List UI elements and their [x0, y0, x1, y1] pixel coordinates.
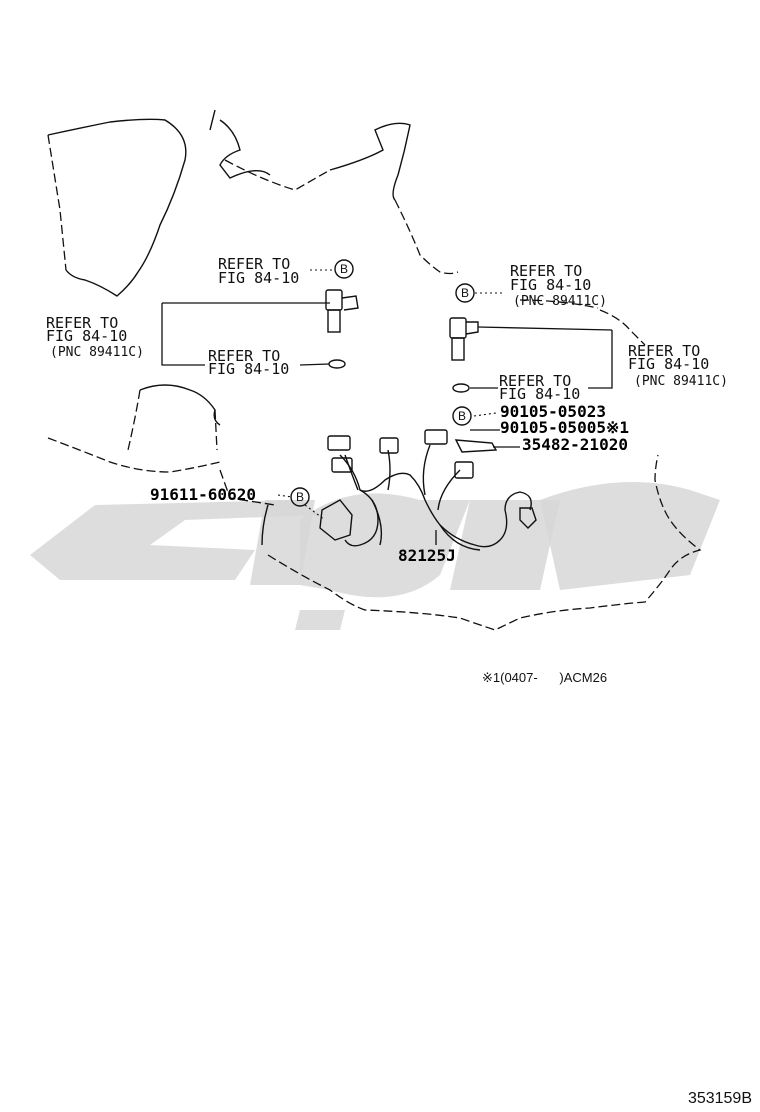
footnote: ※1(0407- )ACM26: [482, 670, 607, 685]
leader-lines: [161, 269, 613, 545]
circle-marker-b-bolt: B: [452, 406, 472, 426]
svg-text:FIG 84-10: FIG 84-10: [46, 327, 127, 345]
sensor-right: [449, 317, 479, 361]
circle-marker-b-top-right: B: [455, 283, 475, 303]
svg-text:(PNC 89411C): (PNC 89411C): [50, 345, 144, 360]
o-ring-left: [328, 359, 346, 369]
svg-text:FIG 84-10: FIG 84-10: [628, 355, 709, 373]
svg-text:FIG 84-10: FIG 84-10: [499, 385, 580, 403]
svg-text:B: B: [461, 286, 469, 300]
svg-text:REFER TO: REFER TO: [499, 372, 571, 390]
svg-text:REFER TO: REFER TO: [510, 262, 582, 280]
svg-text:B: B: [296, 490, 304, 504]
callout-refer-mid-right: REFER TO FIG 84-10: [499, 372, 580, 403]
svg-text:REFER TO: REFER TO: [218, 255, 290, 273]
sensor-left: [325, 289, 359, 333]
svg-text:REFER TO: REFER TO: [628, 342, 700, 360]
part-number-wire-harness: 82125J: [398, 546, 456, 565]
part-number-clamp: 35482-21020: [522, 435, 628, 454]
engine-outline: [47, 109, 702, 631]
svg-text:FIG 84-10: FIG 84-10: [208, 360, 289, 378]
clamp-part: [454, 439, 498, 453]
svg-text:REFER TO: REFER TO: [46, 314, 118, 332]
callout-refer-top-right: REFER TO FIG 84-10 (PNC 89411C): [510, 262, 607, 309]
callout-refer-right: REFER TO FIG 84-10 (PNC 89411C): [628, 342, 728, 389]
watermark-logo: [30, 482, 720, 630]
wire-harness: [319, 429, 537, 551]
svg-text:(PNC 89411C): (PNC 89411C): [513, 294, 607, 309]
callout-refer-mid-left: REFER TO FIG 84-10: [208, 347, 289, 378]
callout-refer-left: REFER TO FIG 84-10 (PNC 89411C): [46, 314, 144, 360]
part-number-bolt-1: 90105-05023: [500, 402, 606, 421]
svg-text:B: B: [340, 262, 348, 276]
svg-text:FIG 84-10: FIG 84-10: [510, 276, 591, 294]
part-number-bolt-2: 90105-05005※1: [500, 418, 629, 437]
svg-text:B: B: [458, 409, 466, 423]
callout-refer-top-left: REFER TO FIG 84-10: [218, 255, 299, 287]
svg-text:REFER TO: REFER TO: [208, 347, 280, 365]
circle-marker-b-top-left: B: [334, 259, 354, 279]
circle-marker-b-clip: B: [290, 487, 310, 507]
illustration-id: 353159B: [688, 1090, 752, 1107]
part-number-clip: 91611-60620: [150, 485, 256, 504]
o-ring-right: [452, 383, 470, 393]
svg-text:FIG 84-10: FIG 84-10: [218, 269, 299, 287]
svg-text:(PNC 89411C): (PNC 89411C): [634, 374, 728, 389]
